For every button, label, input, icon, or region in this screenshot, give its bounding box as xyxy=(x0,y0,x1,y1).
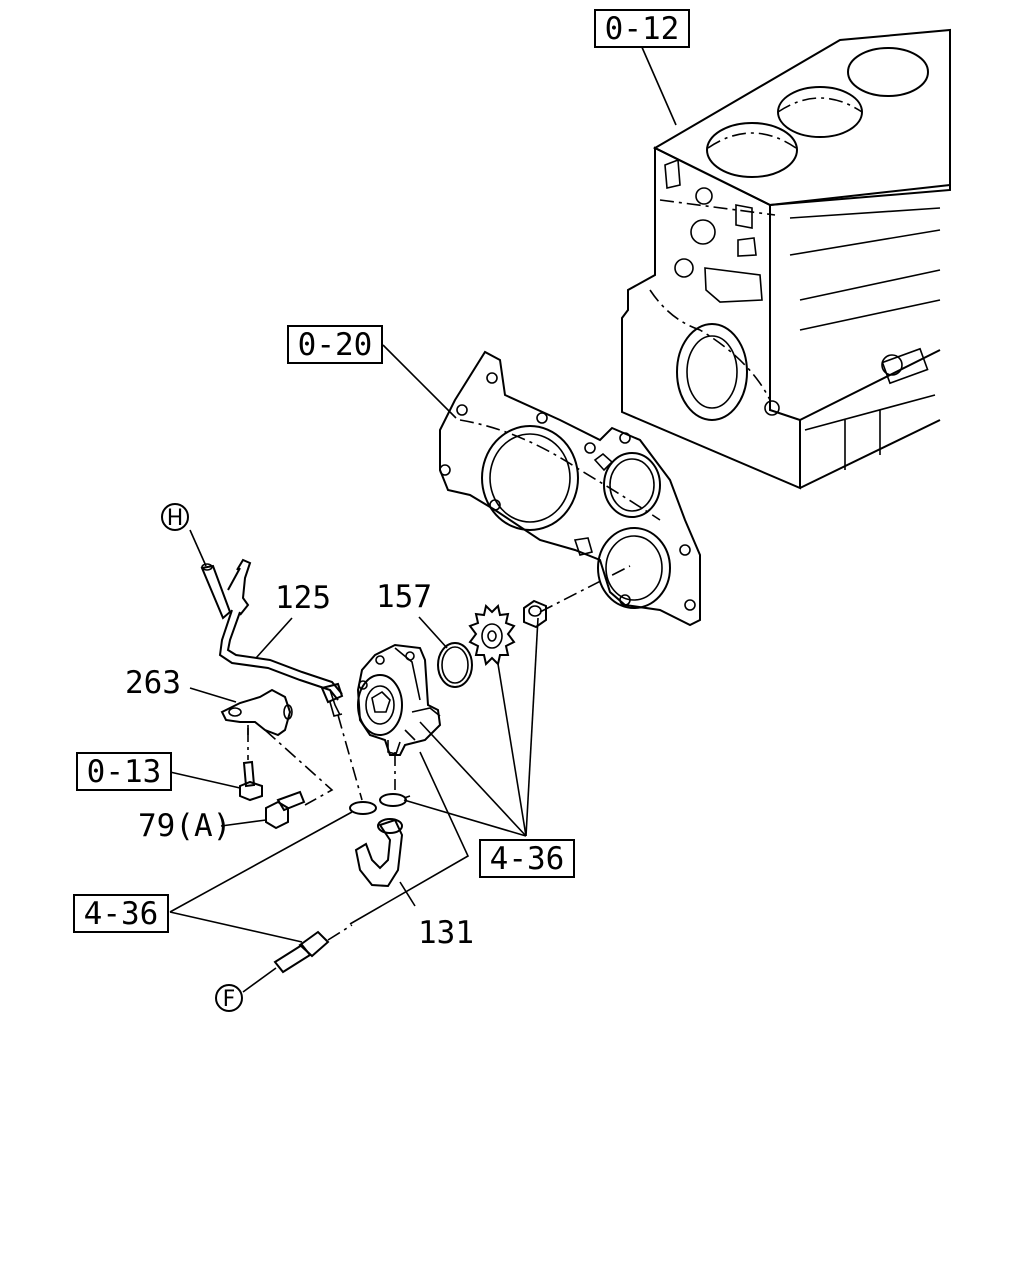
nut xyxy=(523,599,547,629)
ref-label-0-13: 0-13 xyxy=(87,754,162,790)
ref-label-0-12: 0-12 xyxy=(605,11,680,47)
part-label-125: 125 xyxy=(275,580,331,616)
alignment-line xyxy=(539,565,631,613)
ref-label-4-36-right: 4-36 xyxy=(490,841,565,877)
pipe-125 xyxy=(200,558,344,717)
ref-label-4-36-left: 4-36 xyxy=(84,896,159,932)
o-ring-157 xyxy=(437,642,473,688)
ref-box-0-13: 0-13 xyxy=(76,752,172,791)
leader-lines xyxy=(169,44,677,993)
gear-case-plate xyxy=(439,350,701,627)
adapter-fitting xyxy=(273,924,353,974)
part-label-131: 131 xyxy=(418,915,474,951)
callout-circle-f: F xyxy=(215,984,243,1012)
ref-box-0-12: 0-12 xyxy=(594,9,690,48)
bolt-0-13 xyxy=(239,728,263,802)
ref-box-4-36-left: 4-36 xyxy=(73,894,169,933)
ref-label-0-20: 0-20 xyxy=(298,327,373,363)
hose-131 xyxy=(337,714,411,888)
pump-assembly xyxy=(356,643,442,756)
callout-label-f: F xyxy=(223,987,236,1012)
ref-box-4-36-right: 4-36 xyxy=(479,839,575,878)
bracket-263 xyxy=(220,688,293,737)
bolt-79a xyxy=(264,729,334,830)
ref-box-0-20: 0-20 xyxy=(287,325,383,364)
part-label-79a: 79(A) xyxy=(138,808,231,844)
callout-circle-h: H xyxy=(161,503,189,531)
callout-label-h: H xyxy=(167,506,184,531)
part-label-157: 157 xyxy=(376,579,432,615)
sprocket-gear xyxy=(468,604,516,666)
engine-block xyxy=(621,28,951,490)
part-label-263: 263 xyxy=(125,665,181,701)
